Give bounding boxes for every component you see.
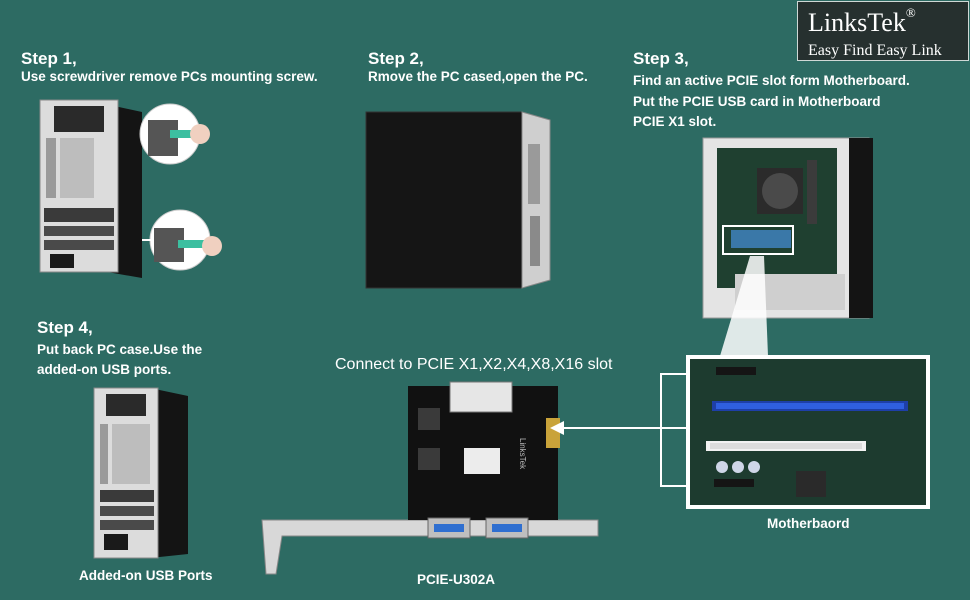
step-4-text-line-1: Put back PC case.Use the <box>37 342 203 357</box>
card-silkscreen-text: LinksTek <box>518 438 527 470</box>
zoom-leader-lines <box>720 256 768 356</box>
motherboard-label: Motherbaord <box>767 516 850 531</box>
step-3-title: Step 3, <box>633 49 689 68</box>
slot-bracket <box>660 373 689 487</box>
open-pc-photo <box>695 134 885 324</box>
brand-name: LinksTek® <box>808 5 916 37</box>
pc-back-photo <box>20 90 230 290</box>
connect-slot-text: Connect to PCIE X1,X2,X4,X8,X16 slot <box>335 356 613 373</box>
step-3-text-line-1: Find an active PCIE slot form Motherboar… <box>633 73 910 88</box>
step-2-text: Rmove the PC cased,open the PC. <box>368 69 588 84</box>
pcie-usb-card-photo: LinksTek <box>258 378 608 578</box>
step-3-text-line-2: Put the PCIE USB card in Motherboard <box>633 94 881 109</box>
pc-closed-photo <box>90 382 200 562</box>
step-1-title: Step 1, <box>21 49 77 68</box>
card-model-label: PCIE-U302A <box>417 572 496 587</box>
usb-ports-label: Added-on USB Ports <box>79 568 213 583</box>
arrow-icon <box>550 421 686 435</box>
motherboard-zoom-photo <box>686 355 930 509</box>
step-1-text: Use screwdriver remove PCs mounting scre… <box>21 69 318 84</box>
step-3-text-line-3: PCIE X1 slot. <box>633 114 717 129</box>
pc-case-photo <box>360 104 560 294</box>
step-4-title: Step 4, <box>37 318 93 337</box>
step-4-text-line-2: added-on USB ports. <box>37 362 172 377</box>
step-2-title: Step 2, <box>368 49 424 68</box>
brand-logo-box: LinksTek® Easy Find Easy Link <box>797 1 969 61</box>
brand-tagline: Easy Find Easy Link <box>808 42 942 59</box>
